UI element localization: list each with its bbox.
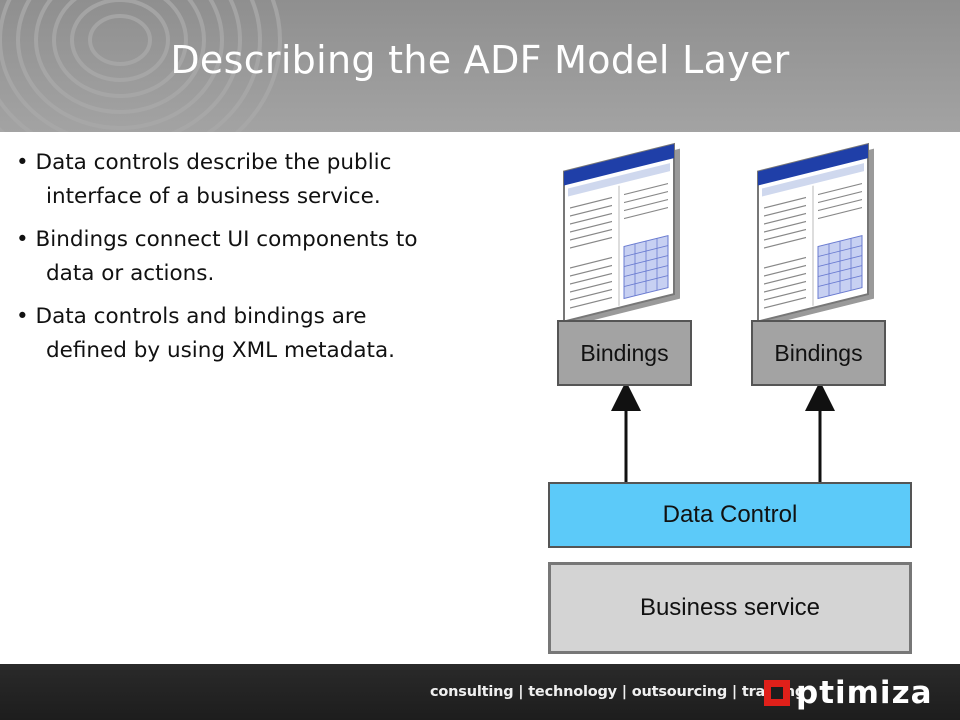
ui-page-icon	[757, 142, 874, 327]
bullet-line: defined by using XML metadata.	[46, 338, 395, 363]
business-service-box: Business service	[548, 562, 912, 654]
bullet-line: • Data controls and bindings are	[16, 304, 367, 329]
bindings-box-right: Bindings	[751, 320, 886, 386]
bullet-item: • Data controls and bindings are defined…	[16, 300, 516, 368]
footer-tagline: consulting | technology | outsourcing | …	[430, 684, 806, 700]
footer-bar: consulting | technology | outsourcing | …	[0, 664, 960, 720]
bullet-line: • Bindings connect UI components to	[16, 227, 418, 252]
logo-text: ptimiza	[796, 675, 933, 711]
data-control-box: Data Control	[548, 482, 912, 548]
bullet-line: • Data controls describe the public	[16, 150, 392, 175]
bullet-item: • Bindings connect UI components to data…	[16, 223, 516, 291]
header-bar: Describing the ADF Model Layer	[0, 0, 960, 132]
bindings-box-left: Bindings	[557, 320, 692, 386]
slide-title: Describing the ADF Model Layer	[170, 38, 790, 82]
bullet-line: interface of a business service.	[46, 184, 381, 209]
optimiza-logo: ptimiza	[764, 672, 933, 714]
ui-page-icon	[563, 142, 680, 327]
logo-mark-icon	[764, 680, 790, 706]
bullet-list: • Data controls describe the public inte…	[16, 146, 516, 377]
fingerprint-watermark	[0, 0, 282, 132]
bullet-item: • Data controls describe the public inte…	[16, 146, 516, 214]
bullet-line: data or actions.	[46, 261, 215, 286]
